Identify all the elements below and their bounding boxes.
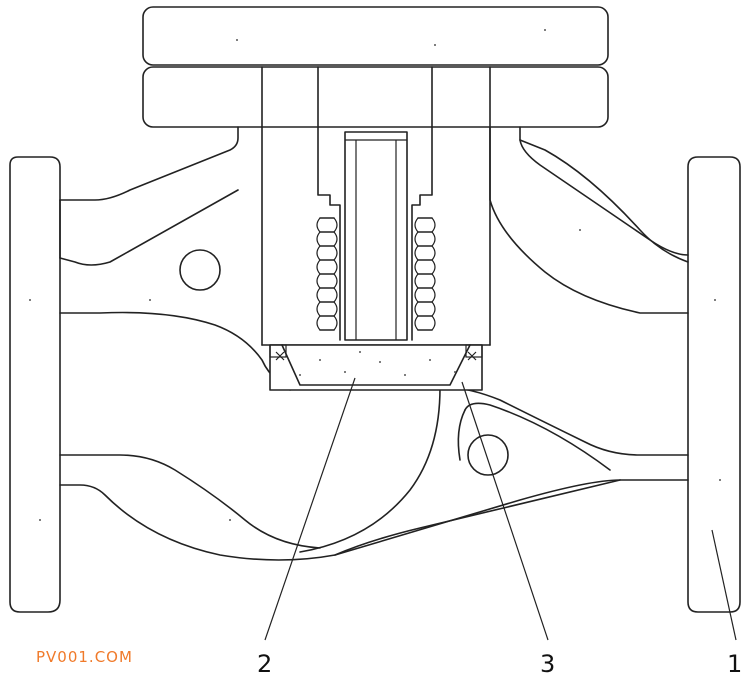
right-spring: [414, 217, 436, 331]
leader-line-2: [264, 377, 356, 641]
right-flange: [687, 156, 741, 613]
bolt-holes: [179, 249, 509, 476]
valve-disc: [269, 344, 483, 391]
left-bolt-hole: [179, 249, 221, 291]
watermark: PV001.COM: [36, 648, 133, 666]
callout-2: 2: [257, 650, 272, 678]
leader-lines: [264, 377, 737, 641]
speckle-texture: [29, 29, 721, 521]
left-spring: [316, 217, 338, 331]
leader-line-1: [711, 529, 737, 641]
left-flange: [9, 156, 61, 613]
leader-line-3: [461, 381, 549, 641]
valve-body: [59, 126, 689, 561]
right-bolt-hole: [467, 434, 509, 476]
callout-1: 1: [727, 650, 742, 678]
callout-3: 3: [540, 650, 555, 678]
bonnet-cap: [142, 6, 609, 128]
